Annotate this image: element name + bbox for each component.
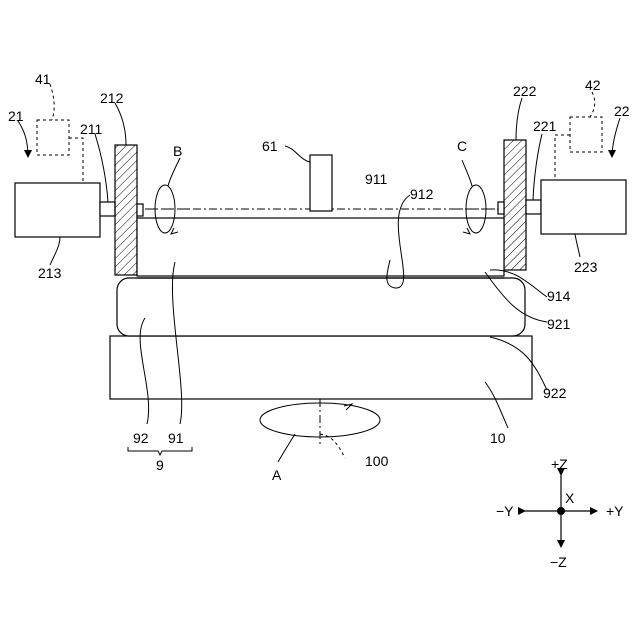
label-922: 922 xyxy=(543,385,567,401)
axis-label-minus-z: −Z xyxy=(550,554,567,570)
leader-21 xyxy=(18,121,28,157)
plate-212 xyxy=(115,145,137,275)
motor-213 xyxy=(15,183,100,237)
pad-92 xyxy=(117,278,525,336)
controller-41 xyxy=(37,120,69,155)
leader-223 xyxy=(575,234,580,257)
plate-222 xyxy=(504,140,526,270)
label-92: 92 xyxy=(133,430,149,446)
leader-b xyxy=(168,158,180,186)
label-b: B xyxy=(173,143,182,159)
leader-61 xyxy=(285,146,310,162)
leader-41 xyxy=(50,84,54,120)
label-10: 10 xyxy=(490,430,506,446)
label-41: 41 xyxy=(35,71,51,87)
label-222: 222 xyxy=(513,83,537,99)
label-912: 912 xyxy=(410,186,434,202)
axis-origin-dot xyxy=(557,507,565,515)
leader-100 xyxy=(320,434,345,458)
label-221: 221 xyxy=(533,118,557,134)
label-61: 61 xyxy=(262,138,278,154)
label-22: 22 xyxy=(614,103,630,119)
shaft-221 xyxy=(526,200,541,214)
connector-41 xyxy=(69,138,83,183)
label-9: 9 xyxy=(156,457,164,473)
label-213: 213 xyxy=(38,265,62,281)
label-c: C xyxy=(457,138,467,154)
leader-212 xyxy=(115,103,126,145)
label-a: A xyxy=(272,467,282,483)
motor-223 xyxy=(541,180,626,234)
label-91: 91 xyxy=(168,430,184,446)
shaft-stub-left xyxy=(137,204,143,216)
label-42: 42 xyxy=(585,77,601,93)
leader-42 xyxy=(590,92,595,117)
label-21: 21 xyxy=(8,108,24,124)
leader-22 xyxy=(612,118,620,157)
label-100: 100 xyxy=(365,453,389,469)
axis-label-minus-y: −Y xyxy=(496,503,514,519)
label-212: 212 xyxy=(100,90,124,106)
label-911: 911 xyxy=(365,171,388,187)
body-91 xyxy=(137,218,504,276)
axis-label-plus-z: +Z xyxy=(551,456,568,472)
shaft-stub-right xyxy=(498,202,504,214)
sensor-61 xyxy=(310,155,332,211)
shaft-211 xyxy=(100,202,115,216)
label-921: 921 xyxy=(547,316,571,332)
leader-c xyxy=(462,160,472,186)
leader-222 xyxy=(516,98,522,140)
brace-9 xyxy=(128,447,192,455)
label-914: 914 xyxy=(547,288,571,304)
leader-213 xyxy=(50,237,60,265)
controller-42 xyxy=(570,117,602,152)
axis-label-plus-y: +Y xyxy=(606,503,624,519)
base-10 xyxy=(110,336,532,399)
connector-42 xyxy=(555,135,570,180)
axis-label-x: X xyxy=(565,490,575,506)
label-223: 223 xyxy=(574,259,598,275)
label-211: 211 xyxy=(80,121,103,137)
leader-a xyxy=(278,434,295,462)
